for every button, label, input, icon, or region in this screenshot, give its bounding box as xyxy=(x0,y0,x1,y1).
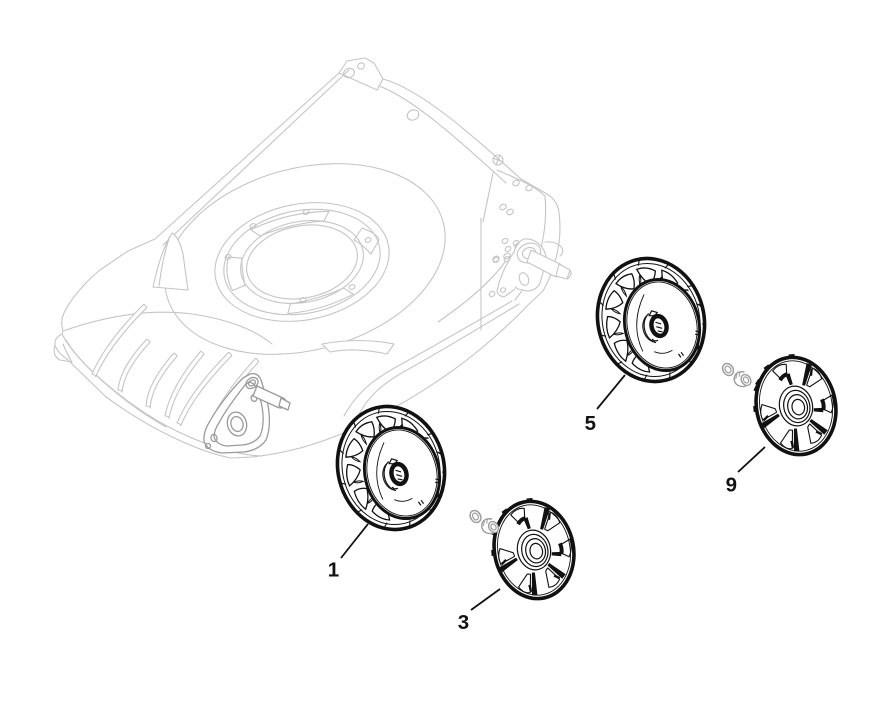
svg-text:3: 3 xyxy=(458,611,469,634)
svg-text:9: 9 xyxy=(726,474,737,497)
svg-text:1: 1 xyxy=(328,559,339,582)
svg-text:5: 5 xyxy=(585,412,596,435)
